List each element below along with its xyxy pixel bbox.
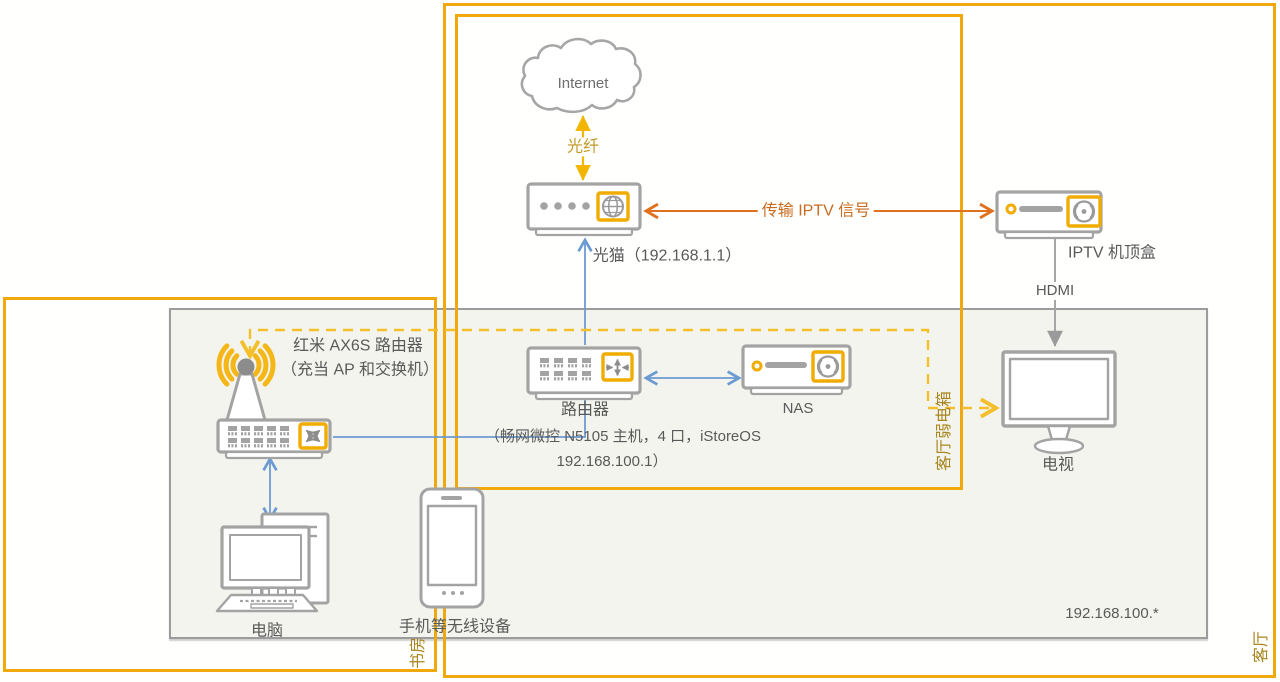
router-label: 路由器 bbox=[560, 401, 610, 419]
study-label: 书房 bbox=[410, 636, 427, 670]
fiber-label: 光纤 bbox=[563, 137, 603, 157]
link-weakbox-dashed bbox=[239, 328, 1000, 419]
routing-icon bbox=[601, 352, 634, 382]
phone-device bbox=[419, 487, 485, 609]
globe-icon bbox=[596, 191, 630, 222]
phone-label: 手机等无线设备 bbox=[398, 618, 512, 636]
lan-subnet-label: 192.168.100.* bbox=[1065, 605, 1159, 622]
modem-device bbox=[526, 182, 642, 237]
ap-label-line2: （充当 AP 和交换机） bbox=[281, 361, 439, 379]
hdmi-label: HDMI bbox=[1032, 282, 1078, 300]
zone-weak-current-box bbox=[455, 14, 963, 490]
tv-device bbox=[1001, 350, 1117, 455]
weak-current-box-label: 客厅弱电箱 bbox=[936, 390, 953, 472]
switch-icon bbox=[298, 422, 328, 450]
tv-label: 电视 bbox=[1041, 456, 1075, 474]
nas-label: NAS bbox=[782, 400, 814, 417]
ap-device bbox=[216, 343, 332, 460]
router-device bbox=[526, 346, 642, 401]
modem-label: 光猫（192.168.1.1） bbox=[592, 247, 742, 265]
internet-cloud bbox=[520, 37, 642, 114]
nas-device bbox=[741, 344, 852, 396]
antenna-ball bbox=[237, 358, 255, 376]
internet-label: Internet bbox=[557, 75, 609, 92]
storage-disk-icon bbox=[811, 350, 845, 383]
living-room-label: 客厅 bbox=[1253, 630, 1270, 664]
router-detail-line1: （畅网微控 N5105 主机，4 口，iStoreOS bbox=[485, 428, 761, 445]
pc-label: 电脑 bbox=[250, 622, 284, 640]
iptv-stb-device bbox=[995, 190, 1103, 240]
iptv-stb-label: IPTV 机顶盒 bbox=[1067, 244, 1157, 262]
media-disk-icon bbox=[1066, 195, 1102, 228]
router-detail-line2: 192.168.100.1） bbox=[556, 453, 668, 470]
zone-study bbox=[3, 297, 437, 672]
ap-label-line1: 红米 AX6S 路由器 bbox=[293, 337, 423, 355]
pc-device bbox=[215, 512, 330, 613]
iptv-signal-label: 传输 IPTV 信号 bbox=[757, 201, 875, 221]
wifi-waves-icon bbox=[216, 343, 276, 387]
